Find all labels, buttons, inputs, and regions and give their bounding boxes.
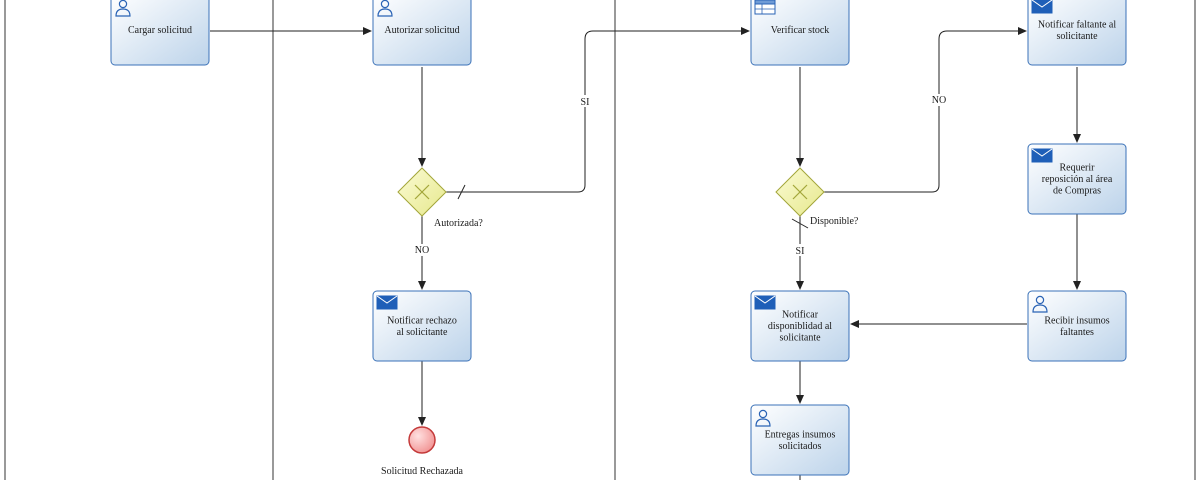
tasks-layer: Cargar solicitud Autorizar solicitud Verif… bbox=[110, 0, 1127, 476]
exclusive-x-icon bbox=[792, 184, 808, 200]
flow-gateway2-no-faltante bbox=[823, 27, 1027, 193]
default-flow-mark-2 bbox=[791, 218, 809, 229]
task-label-line: Recibir insumos bbox=[1044, 315, 1109, 326]
user-icon bbox=[377, 0, 393, 17]
task-label-line: Cargar solicitud bbox=[128, 25, 192, 36]
user-icon bbox=[755, 409, 771, 427]
table-icon bbox=[754, 0, 776, 15]
task-label-line: Notificar faltante al bbox=[1038, 19, 1117, 30]
task-label-line: Notificar rechazo bbox=[387, 315, 457, 326]
task-label-line: de Compras bbox=[1053, 186, 1101, 197]
flow-label-si-1: SI bbox=[581, 97, 590, 108]
task-label-line: Autorizar solicitud bbox=[384, 25, 459, 36]
task-label-line: Verificar stock bbox=[771, 25, 830, 36]
default-flow-mark-1 bbox=[457, 184, 466, 200]
task-t2[interactable]: Autorizar solicitud bbox=[372, 0, 472, 66]
task-label-line: solicitados bbox=[779, 441, 822, 452]
user-icon bbox=[115, 0, 131, 17]
gateway-label: Disponible? bbox=[810, 216, 859, 227]
task-label-line: solicitante bbox=[779, 333, 821, 344]
task-t3[interactable]: Verificar stock bbox=[750, 0, 850, 66]
flow-label-no-2: NO bbox=[932, 95, 946, 106]
task-label-line: Notificar bbox=[782, 310, 819, 321]
task-label-line: disponiblidad al bbox=[768, 321, 832, 332]
exclusive-x-icon bbox=[414, 184, 430, 200]
task-label-line: Entregas insumos bbox=[765, 429, 836, 440]
gateway-autorizada[interactable]: Autorizada? bbox=[397, 167, 483, 229]
gateway-label: Autorizada? bbox=[434, 218, 483, 229]
task-label-line: faltantes bbox=[1060, 327, 1094, 338]
flow-labels: SI NO NO SI bbox=[412, 94, 949, 257]
flow-label-no-1: NO bbox=[415, 245, 429, 256]
end-event-rechazada[interactable]: Solicitud Rechazada bbox=[381, 426, 464, 477]
end-event-label: Solicitud Rechazada bbox=[381, 466, 463, 477]
task-label-line: Requerir bbox=[1060, 163, 1096, 174]
task-label-line: solicitante bbox=[1056, 31, 1098, 42]
task-label-line: reposición al área bbox=[1042, 174, 1113, 185]
gateway-disponible[interactable]: Disponible? bbox=[775, 167, 859, 227]
task-label-line: al solicitante bbox=[397, 327, 448, 338]
envelope-icon bbox=[754, 295, 776, 310]
user-icon bbox=[1032, 295, 1048, 313]
task-t1[interactable]: Cargar solicitud bbox=[110, 0, 210, 66]
flow-gateway1-si-verificar bbox=[445, 27, 750, 193]
envelope-icon bbox=[1031, 0, 1053, 14]
flow-label-si-2: SI bbox=[796, 246, 805, 257]
envelope-icon bbox=[376, 295, 398, 310]
pool-frame bbox=[4, 0, 1196, 480]
envelope-icon bbox=[1031, 148, 1053, 163]
